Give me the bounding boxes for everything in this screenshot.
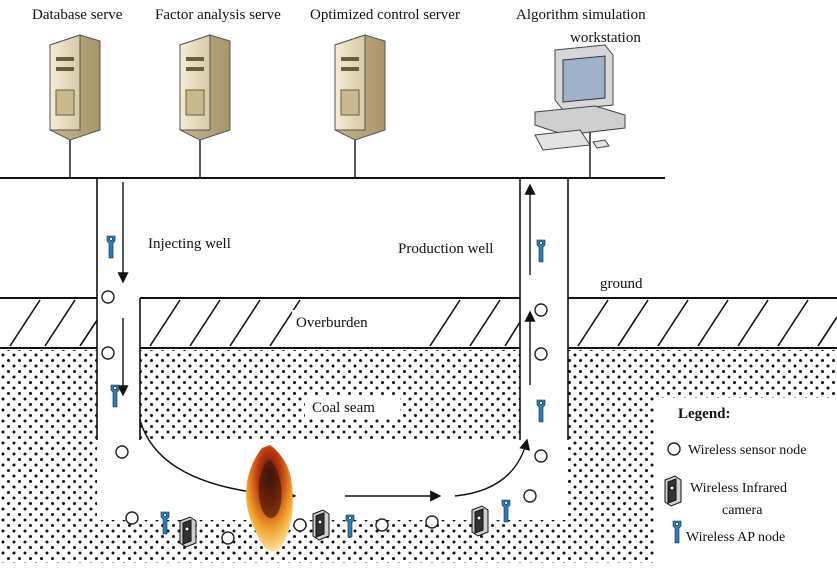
production-well-label: Production well [398, 241, 493, 257]
workstation-label-line1: Algorithm simulation [516, 7, 646, 23]
sensor-node [534, 347, 548, 361]
ap-node-icon [106, 235, 116, 259]
coal-seam-label: Coal seam [312, 400, 375, 416]
optimized-control-server-label: Optimized control server [310, 7, 460, 23]
sensor-node [101, 346, 115, 360]
sensor-node [534, 449, 548, 463]
factor-analysis-server-label: Factor analysis serve [155, 7, 281, 23]
legend-camera-icon [664, 475, 682, 507]
ap-node-icon [536, 239, 546, 263]
legend-ap-icon [672, 520, 682, 544]
factor-analysis-server-icon [179, 34, 231, 141]
infrared-camera-icon [312, 509, 330, 541]
legend: Legend: Wireless sensor node Wireless In… [655, 398, 837, 563]
overburden-label-bg [292, 310, 384, 332]
ap-node-icon [345, 514, 355, 538]
workstation-label-line2: workstation [570, 30, 641, 46]
database-server-label: Database serve [32, 7, 123, 23]
workstation-icon [534, 44, 626, 151]
database-server-icon [49, 34, 101, 141]
infrared-camera-icon [179, 516, 197, 548]
infrared-cameras [179, 505, 489, 548]
sensor-node [534, 303, 548, 317]
ap-node-icon [110, 384, 120, 408]
legend-title: Legend: [678, 406, 731, 422]
injecting-well-label: Injecting well [148, 236, 231, 252]
ap-node-icon [501, 499, 511, 523]
server-connectors [69, 130, 591, 178]
ap-nodes [106, 235, 546, 538]
sensor-node [125, 511, 139, 525]
overburden-hatching [9, 299, 837, 347]
sensor-node [293, 518, 307, 532]
ground-label: ground [600, 276, 643, 292]
legend-camera-label-line1: Wireless Infrared [690, 481, 787, 496]
ap-node-icon [160, 511, 170, 535]
coal-seam-label-bg [305, 395, 400, 419]
combustion-flame-icon [246, 445, 293, 552]
sensor-nodes [101, 290, 548, 545]
sensor-node [115, 445, 129, 459]
sensor-node [523, 489, 537, 503]
well-bores [96, 178, 569, 520]
optimized-control-server-icon [334, 34, 386, 141]
legend-sensor-label: Wireless sensor node [688, 443, 806, 458]
sensor-node [221, 531, 235, 545]
infrared-camera-icon [471, 505, 489, 537]
legend-sensor-icon [667, 442, 681, 456]
sensor-node [101, 290, 115, 304]
legend-camera-label-line2: camera [722, 503, 763, 518]
ap-node-icon [536, 399, 546, 423]
legend-ap-label: Wireless AP node [686, 530, 785, 545]
sensor-node [425, 515, 439, 529]
sensor-node [375, 518, 389, 532]
overburden-label: Overburden [296, 315, 368, 331]
